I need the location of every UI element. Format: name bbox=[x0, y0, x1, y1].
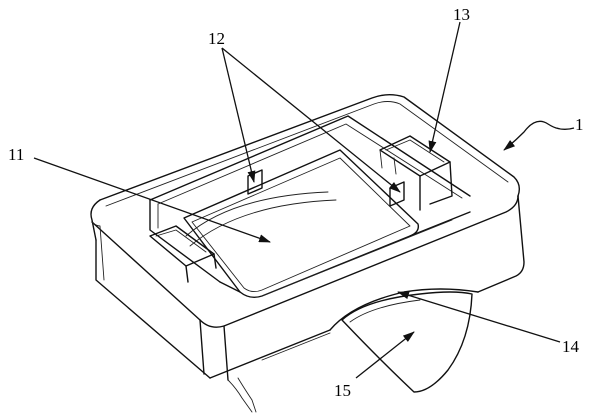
leader-12-b bbox=[221, 47, 401, 193]
label-13: 13 bbox=[453, 5, 470, 24]
leader-1 bbox=[503, 120, 575, 151]
left-notch bbox=[149, 225, 217, 283]
leader-lines bbox=[33, 21, 575, 379]
leader-15 bbox=[355, 331, 415, 379]
housing-outline bbox=[90, 94, 525, 413]
leader-11 bbox=[33, 157, 271, 243]
label-14: 14 bbox=[562, 337, 580, 356]
leader-12-a bbox=[221, 47, 256, 183]
label-11: 11 bbox=[8, 145, 24, 164]
label-1: 1 bbox=[575, 115, 584, 134]
reference-labels: 1 11 12 13 14 15 bbox=[8, 5, 584, 400]
label-15: 15 bbox=[334, 381, 351, 400]
right-notch bbox=[379, 135, 453, 211]
flap bbox=[341, 291, 473, 393]
label-12: 12 bbox=[208, 29, 225, 48]
leader-13 bbox=[428, 21, 461, 153]
slot-left bbox=[247, 169, 263, 195]
inner-recess bbox=[149, 115, 471, 299]
leader-14 bbox=[397, 291, 561, 343]
